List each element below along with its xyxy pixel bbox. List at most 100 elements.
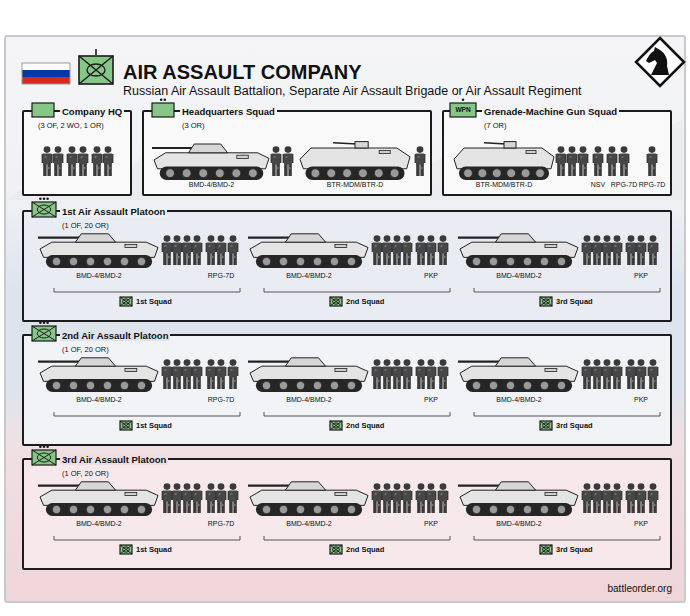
camo-spot xyxy=(584,369,586,371)
soldier-figure xyxy=(416,235,427,265)
soldier-torso xyxy=(603,490,612,501)
camo-spot xyxy=(421,167,423,169)
soldier-helmet xyxy=(404,235,411,242)
vehicle-turret xyxy=(189,144,228,153)
soldier-torso xyxy=(173,242,182,253)
camo-spot xyxy=(422,380,424,382)
soldier-helmet xyxy=(428,483,435,490)
soldier-helmet xyxy=(394,359,401,366)
soldier-figure xyxy=(626,359,637,389)
soldier-torso xyxy=(427,366,436,377)
strength-note: (1 OF, 20 OR) xyxy=(62,221,109,231)
road-wheel xyxy=(199,169,208,178)
soldier-figure xyxy=(612,235,623,265)
camo-spot xyxy=(614,369,616,371)
symbol-oval xyxy=(37,205,50,214)
strength-note: (7 OR) xyxy=(484,121,507,131)
camo-spot xyxy=(444,256,446,258)
squad-bracket xyxy=(474,536,660,540)
unit-art xyxy=(32,322,660,431)
soldier-helmet xyxy=(208,235,215,242)
camo-spot xyxy=(654,504,656,506)
soldier-helmet xyxy=(174,235,181,242)
camo-spot xyxy=(384,369,386,371)
camo-spot xyxy=(418,493,420,495)
vehicle-hull xyxy=(300,148,410,169)
soldier-leg xyxy=(641,501,644,513)
camo-spot xyxy=(55,156,57,158)
symbol-cross xyxy=(540,545,552,554)
flag-band xyxy=(22,63,70,70)
camo-spot xyxy=(73,167,75,169)
main-gun xyxy=(38,361,82,363)
camo-spot xyxy=(628,369,630,371)
camo-spot xyxy=(432,380,434,382)
soldier-torso xyxy=(207,490,216,501)
soldier-torso xyxy=(183,490,192,501)
main-gun xyxy=(152,147,195,149)
unit-symbol xyxy=(32,103,54,117)
weapon-name: PKP xyxy=(424,396,438,404)
soldier-leg xyxy=(439,253,442,265)
camo-spot xyxy=(194,493,196,495)
camo-spot xyxy=(418,245,420,247)
soldier-helmet xyxy=(417,146,424,153)
vehicle-track xyxy=(459,166,549,180)
bmd-vehicle xyxy=(248,358,368,392)
soldier-figure xyxy=(556,146,567,176)
soldier-helmet xyxy=(569,146,576,153)
camo-spot xyxy=(230,245,232,247)
soldier-leg xyxy=(637,501,640,513)
camo-spot xyxy=(604,245,606,247)
camo-spot xyxy=(573,167,575,169)
symbol-oval xyxy=(123,547,130,552)
camo-spot xyxy=(44,156,46,158)
road-wheel xyxy=(472,381,480,389)
soldier-leg xyxy=(403,377,406,389)
camo-spot xyxy=(198,380,200,382)
soldier-helmet xyxy=(584,483,591,490)
soldier-torso xyxy=(373,490,382,501)
soldier-figure xyxy=(172,483,183,513)
soldier-leg xyxy=(431,253,434,265)
road-wheel xyxy=(120,381,128,389)
soldier-leg xyxy=(272,164,275,176)
soldier-leg xyxy=(393,501,396,513)
soldier-torso xyxy=(439,366,448,377)
camo-spot xyxy=(621,156,623,158)
camo-spot xyxy=(198,504,200,506)
camo-spot xyxy=(444,380,446,382)
symbol-frame xyxy=(540,421,552,430)
soldier-figure xyxy=(582,359,593,389)
soldier-helmet xyxy=(638,359,645,366)
soldier-leg xyxy=(631,377,634,389)
soldier-figure xyxy=(582,483,593,513)
unit-symbol xyxy=(32,322,56,342)
camo-spot xyxy=(632,256,634,258)
soldier-leg xyxy=(427,501,430,513)
squad-bracket xyxy=(264,536,450,540)
soldier-leg xyxy=(597,377,600,389)
soldier-helmet xyxy=(218,235,225,242)
vehicle-turret xyxy=(495,234,535,242)
soldier-figure xyxy=(416,359,427,389)
flag-band xyxy=(22,70,70,77)
road-wheel xyxy=(52,257,60,265)
soldier-leg xyxy=(407,253,410,265)
soldier-leg xyxy=(288,164,291,176)
soldier-torso xyxy=(637,366,646,377)
soldier-torso xyxy=(229,490,238,501)
squad-label: 2nd Squad xyxy=(346,298,384,307)
soldier-figure xyxy=(426,359,437,389)
soldier-figure xyxy=(426,235,437,265)
machine-gun xyxy=(333,143,357,144)
soldier-helmet xyxy=(609,146,616,153)
camo-spot xyxy=(80,156,82,158)
symbol-oval xyxy=(87,64,105,76)
soldier-helmet xyxy=(69,146,76,153)
soldier-figure xyxy=(372,359,383,389)
soldier-leg xyxy=(649,253,652,265)
road-wheel xyxy=(390,169,399,178)
camo-spot xyxy=(222,504,224,506)
vehicle-name: BMD-4/BMD-2 xyxy=(496,272,542,280)
